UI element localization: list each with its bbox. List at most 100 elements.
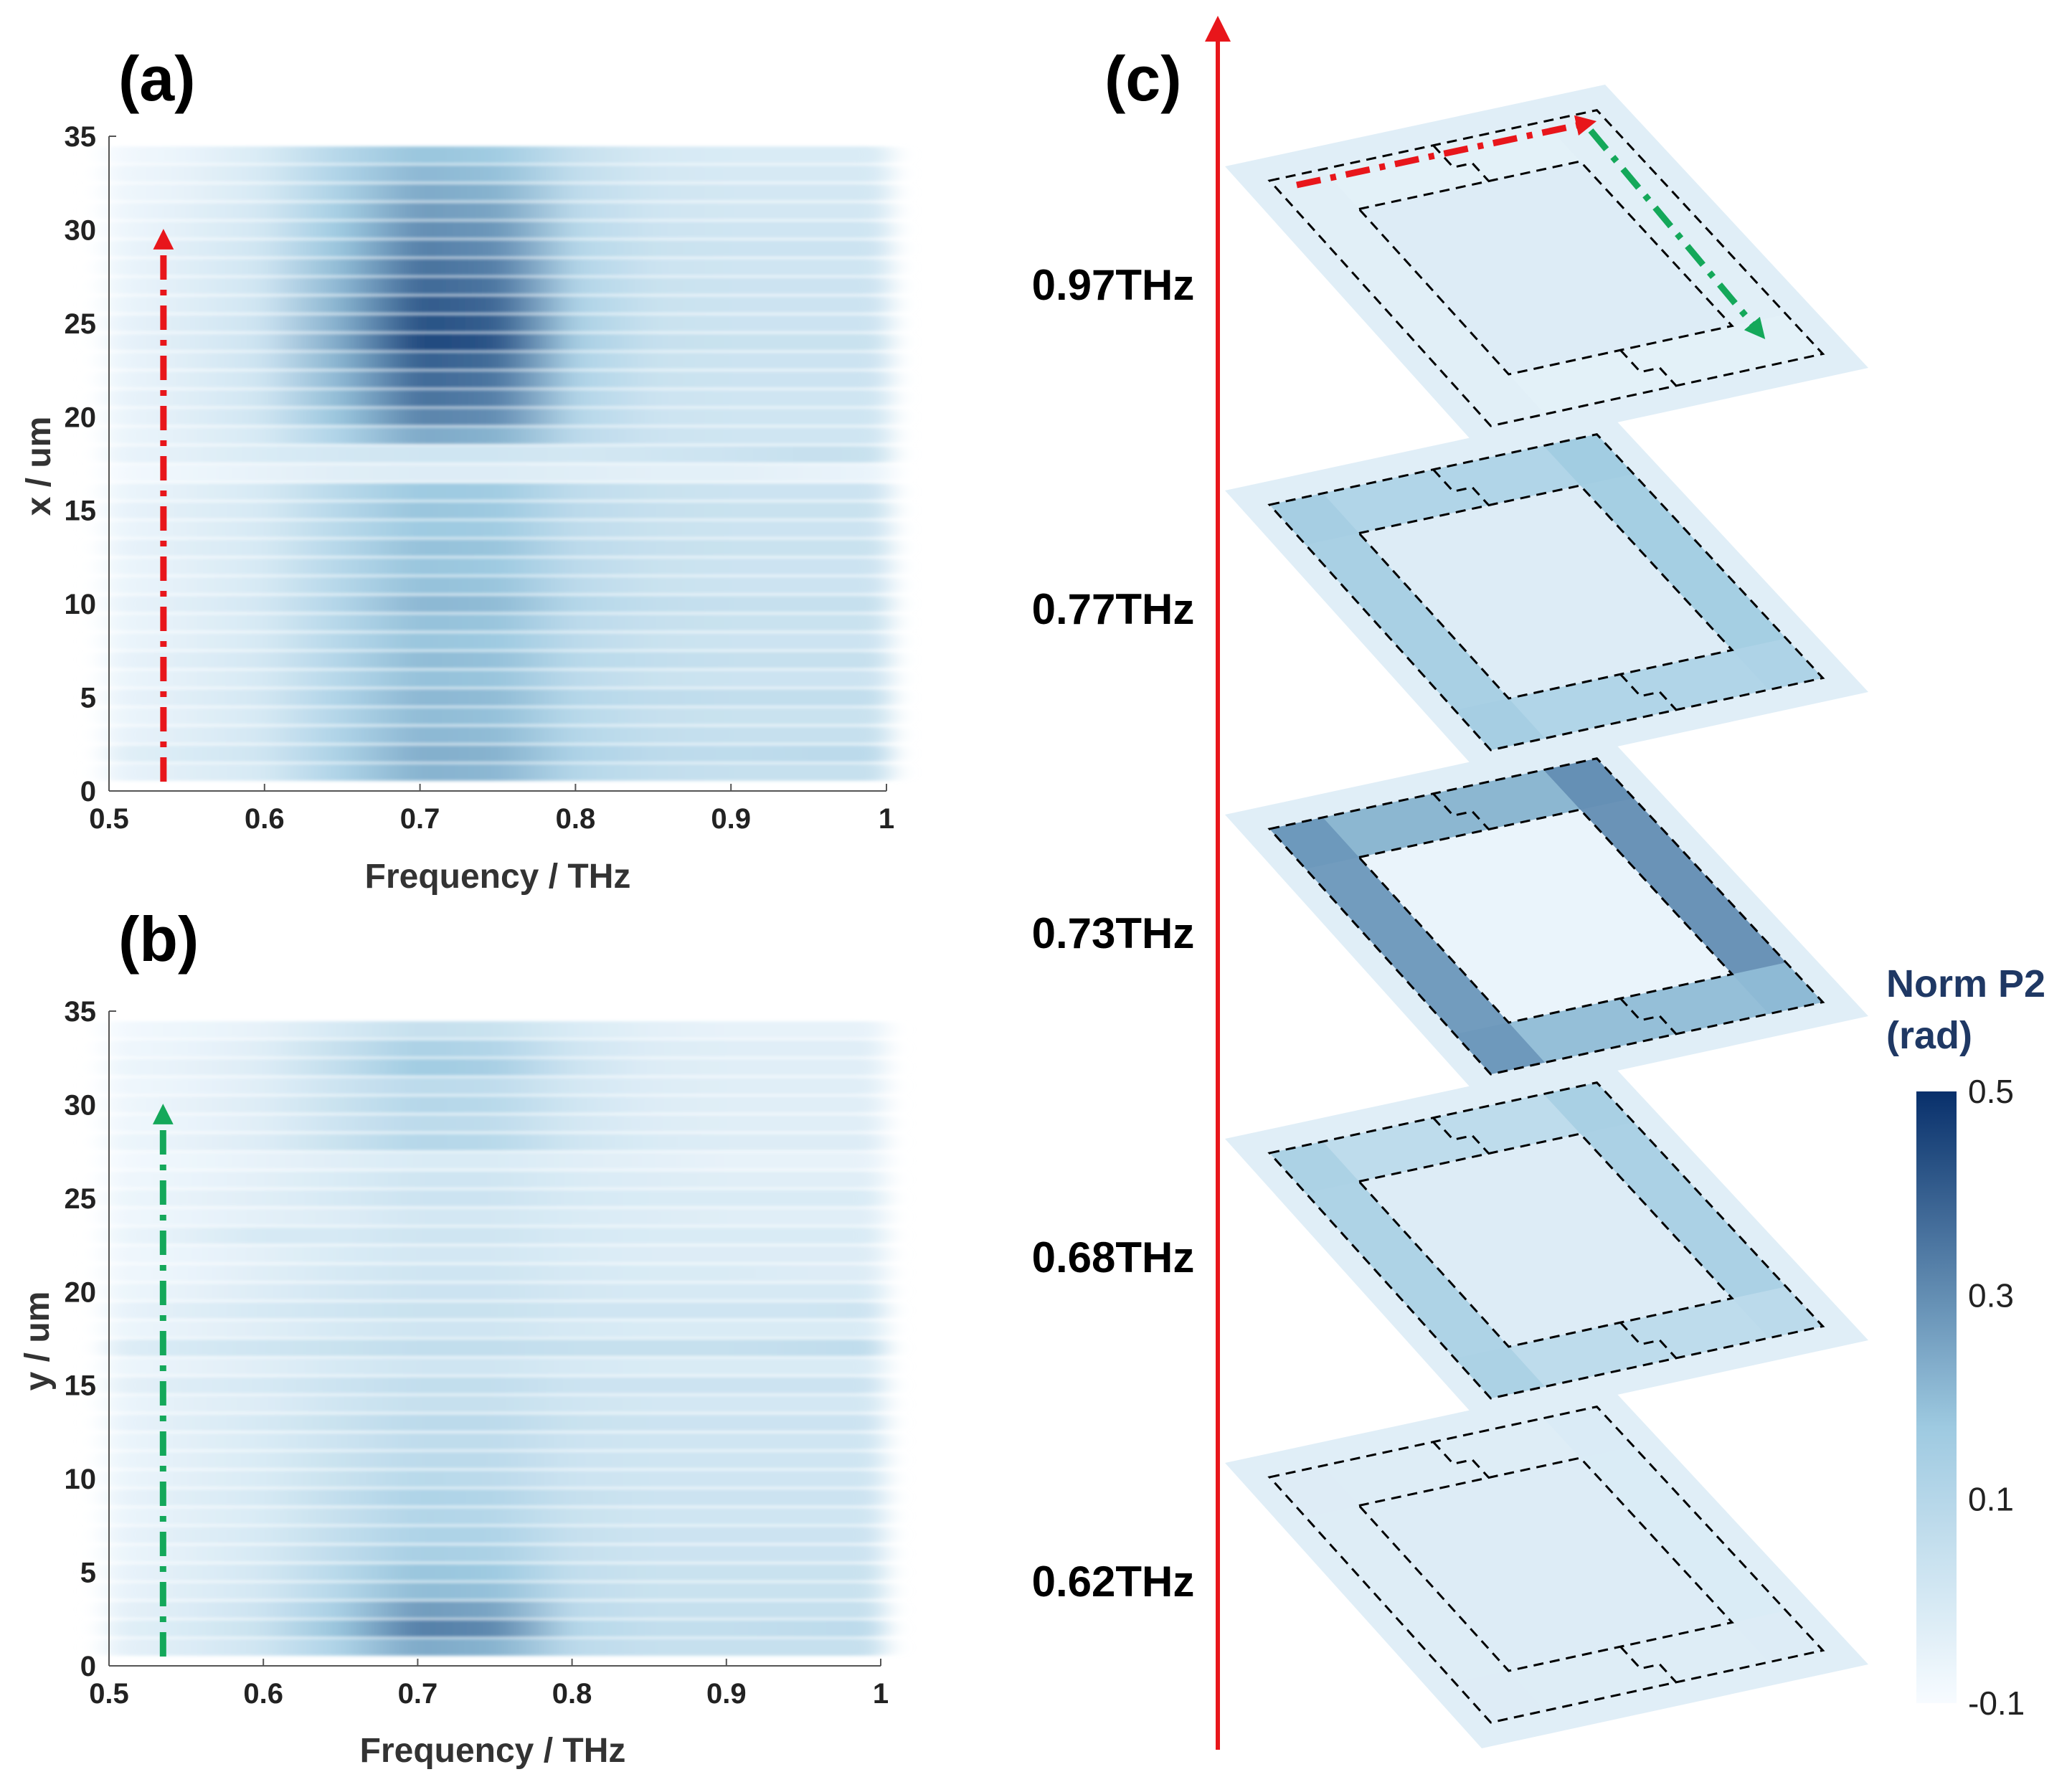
inner-region [1358,485,1733,698]
heatmap-row [105,1526,885,1544]
x-tick-label: 1 [879,803,894,835]
heatmap-row [105,464,891,482]
heatmap-row [105,202,891,220]
green-path-arrow [1588,128,1766,340]
layer-0.77THz [1225,409,1868,776]
outer-dashed-outline [1267,1081,1825,1400]
heatmap-row [105,371,891,389]
heatmap-row [105,1563,885,1581]
heatmap-row [105,557,891,575]
bottom-gap-outline [1619,1322,1678,1359]
layer-label: 0.77THz [1032,585,1195,633]
x-tick-label: 0.8 [552,1678,592,1710]
colorbar-tick-label: 0.5 [1968,1073,2014,1110]
colorbar-title-line2: (rad) [1886,1014,1972,1057]
heatmap-row [105,1077,885,1095]
panel-b-label: (b) [118,904,199,975]
x-tick-label: 0.6 [245,803,285,835]
heatmap-row [105,1413,885,1431]
frame-bar [1454,962,1823,1074]
heatmap-row [105,427,891,445]
y-tick-label: 25 [65,1183,97,1215]
outer-dashed-outline [1267,757,1825,1076]
y-tick-label: 35 [65,121,97,153]
layer-0.73THz [1225,733,1868,1100]
x-tick-label: 0.9 [711,803,751,835]
frame-bar [1543,1406,1823,1662]
heatmap-row [105,165,891,183]
heatmap-row [105,146,891,164]
heatmap-row [105,1227,885,1245]
heatmap-row [105,614,891,632]
y-tick-label: 15 [65,496,97,527]
heatmap-row [105,1283,885,1301]
panel-b-xlabel: Frequency / THz [360,1732,626,1770]
heatmap-row [105,483,891,501]
colorbar-tick-label: -0.1 [1968,1684,2025,1722]
heatmap-row [105,1451,885,1469]
y-tick-label: 20 [65,1276,97,1308]
heatmap-row [105,1246,885,1264]
inner-dashed-outline [1357,484,1734,700]
heatmap-row [105,295,891,313]
heatmap-row [105,1058,885,1076]
layer-label: 0.97THz [1032,261,1195,309]
heatmap-row [105,1582,885,1600]
heatmap-row [105,1170,885,1188]
layer-label: 0.62THz [1032,1558,1195,1606]
heatmap-row [105,632,891,650]
frame-bar [1269,1465,1545,1722]
y-tick-label: 35 [65,996,97,1028]
panel-a-ylabel: x / um [20,417,58,516]
frame-bar [1269,493,1545,750]
frame-bar [1269,1406,1634,1517]
heatmap-row [105,314,891,332]
heatmap-row [105,763,891,781]
frame-bar [1543,758,1823,1014]
panel-b-heatmap [105,1021,885,1656]
frame-bar [1543,434,1823,690]
y-tick-label: 0 [80,776,96,807]
panel-c: (c) 0.97THz0.77THz0.73THz0.68THz0.62THz … [1032,16,2045,1750]
panel-a-label: (a) [118,43,196,114]
heatmap-row [105,277,891,295]
heatmap-row [105,352,891,370]
y-tick-label: 0 [80,1651,96,1682]
x-tick-label: 0.9 [706,1678,747,1710]
panel-c-label: (c) [1104,43,1182,114]
heatmap-row [105,445,891,463]
inner-dashed-outline [1357,160,1734,376]
x-tick-label: 0.5 [89,1678,129,1710]
heatmap-row [105,520,891,538]
y-tick-label: 25 [65,308,97,340]
heatmap-row [105,1208,885,1226]
heatmap-row [105,1395,885,1413]
inner-region [1358,1458,1733,1671]
inner-region [1358,161,1733,374]
heatmap-row [105,539,891,556]
heatmap-row [105,1339,885,1357]
frame-bar [1454,638,1823,750]
inner-region [1358,810,1733,1023]
heatmap-row [105,707,891,725]
heatmap-row [105,1320,885,1338]
heatmap-row [105,1545,885,1563]
bottom-gap-outline [1619,998,1678,1035]
heatmap-row [105,1152,885,1170]
y-tick-label: 15 [65,1370,97,1402]
heatmap-row [105,1470,885,1488]
layer-0.97THz [1225,85,1868,452]
heatmap-row [105,240,891,257]
bottom-gap-outline [1619,1646,1678,1683]
x-tick-label: 1 [873,1678,889,1710]
y-tick-label: 30 [65,1089,97,1121]
frame-bar [1454,1286,1823,1398]
inner-dashed-outline [1357,1132,1734,1348]
heatmap-row [105,651,891,669]
heatmap-row [105,1619,885,1637]
frame-bar [1269,1141,1545,1398]
frame-bar [1454,1611,1823,1722]
